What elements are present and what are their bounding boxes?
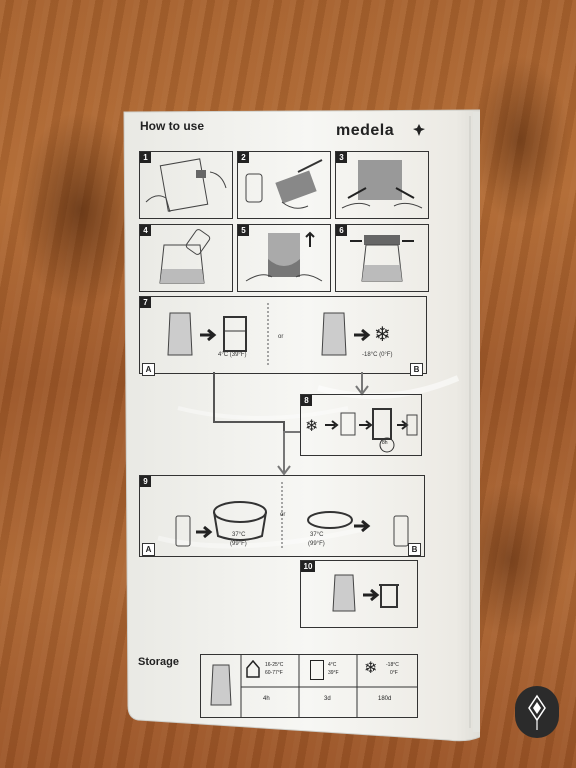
open-tear-illustration [145,158,227,213]
water-temperature-a-f: (99°F) [230,541,247,547]
or-label: or [278,334,284,340]
diamond-logo-icon [528,694,546,730]
fridge-temp-f: 39°F [328,670,339,676]
freezer-temp-c: -18°C [386,662,399,668]
step-number: 9 [140,476,151,487]
step-number: 1 [140,152,151,163]
step-8-panel: ❄ [300,394,422,456]
water-temperature-b-f: (99°F) [308,541,325,547]
step-7-panel [139,296,427,374]
freezer-temperature: -18°C (0°F) [362,352,393,358]
step-2-panel [237,151,331,219]
remove-air-illustration [245,231,323,282]
room-temp-f: 60-77°F [265,670,283,676]
step-1-panel [139,151,233,219]
store-options-illustration [167,303,371,367]
how-to-use-heading: How to use [140,119,205,133]
step-number: 2 [238,152,249,163]
room-temp-c: 16-25°C [265,662,284,668]
thaw-time: 8h [382,440,388,446]
step-6-panel [335,224,429,292]
step-5-panel [237,224,331,292]
room-storage-time: 4h [263,696,270,702]
option-a-tag: A [142,543,155,556]
storage-grid [210,655,417,717]
step-number: 3 [336,152,347,163]
water-temperature-a: 37°C [232,532,246,538]
pour-milk-illustration [159,229,211,284]
option-a-tag: A [142,363,155,376]
discard-illustration [332,574,399,612]
step-10-panel [300,560,418,628]
step-4-panel [139,224,233,292]
fridge-storage-time: 3d [324,696,331,702]
freezer-temp-f: 0°F [390,670,398,676]
fridge-temperature: 4°C (39°F) [218,352,247,358]
open-bag-illustration [341,160,423,209]
option-b-tag: B [410,363,423,376]
write-label-illustration [245,159,323,209]
brand-logo-text: medela [336,122,395,139]
room-temperature-icon [246,659,260,678]
storage-table [200,654,418,718]
storage-heading: Storage [138,656,179,668]
step-9-panel [139,475,425,557]
step-3-panel [335,151,429,219]
water-temperature-b: 37°C [310,532,324,538]
option-b-tag: B [408,543,421,556]
or-label: or [280,512,286,518]
fridge-icon [310,660,324,680]
step-number: 6 [336,225,347,236]
medela-flower-icon [412,123,426,137]
snowflake-icon: ❄ [374,324,391,346]
step-number: 5 [238,225,249,236]
warm-milk-illustration [175,482,409,550]
seal-bag-illustration [350,235,414,282]
thaw-illustration: ❄ [305,408,418,453]
step-number: 7 [140,297,151,308]
step-number: 4 [140,225,151,236]
step-number: 8 [301,395,312,406]
freezer-storage-time: 180d [378,696,392,702]
svg-text:❄: ❄ [305,416,318,435]
fridge-temp-c: 4°C [328,662,337,668]
corner-watermark-badge [515,686,559,738]
step-number: 10 [301,561,315,572]
freezer-snowflake-icon: ❄ [364,660,378,677]
